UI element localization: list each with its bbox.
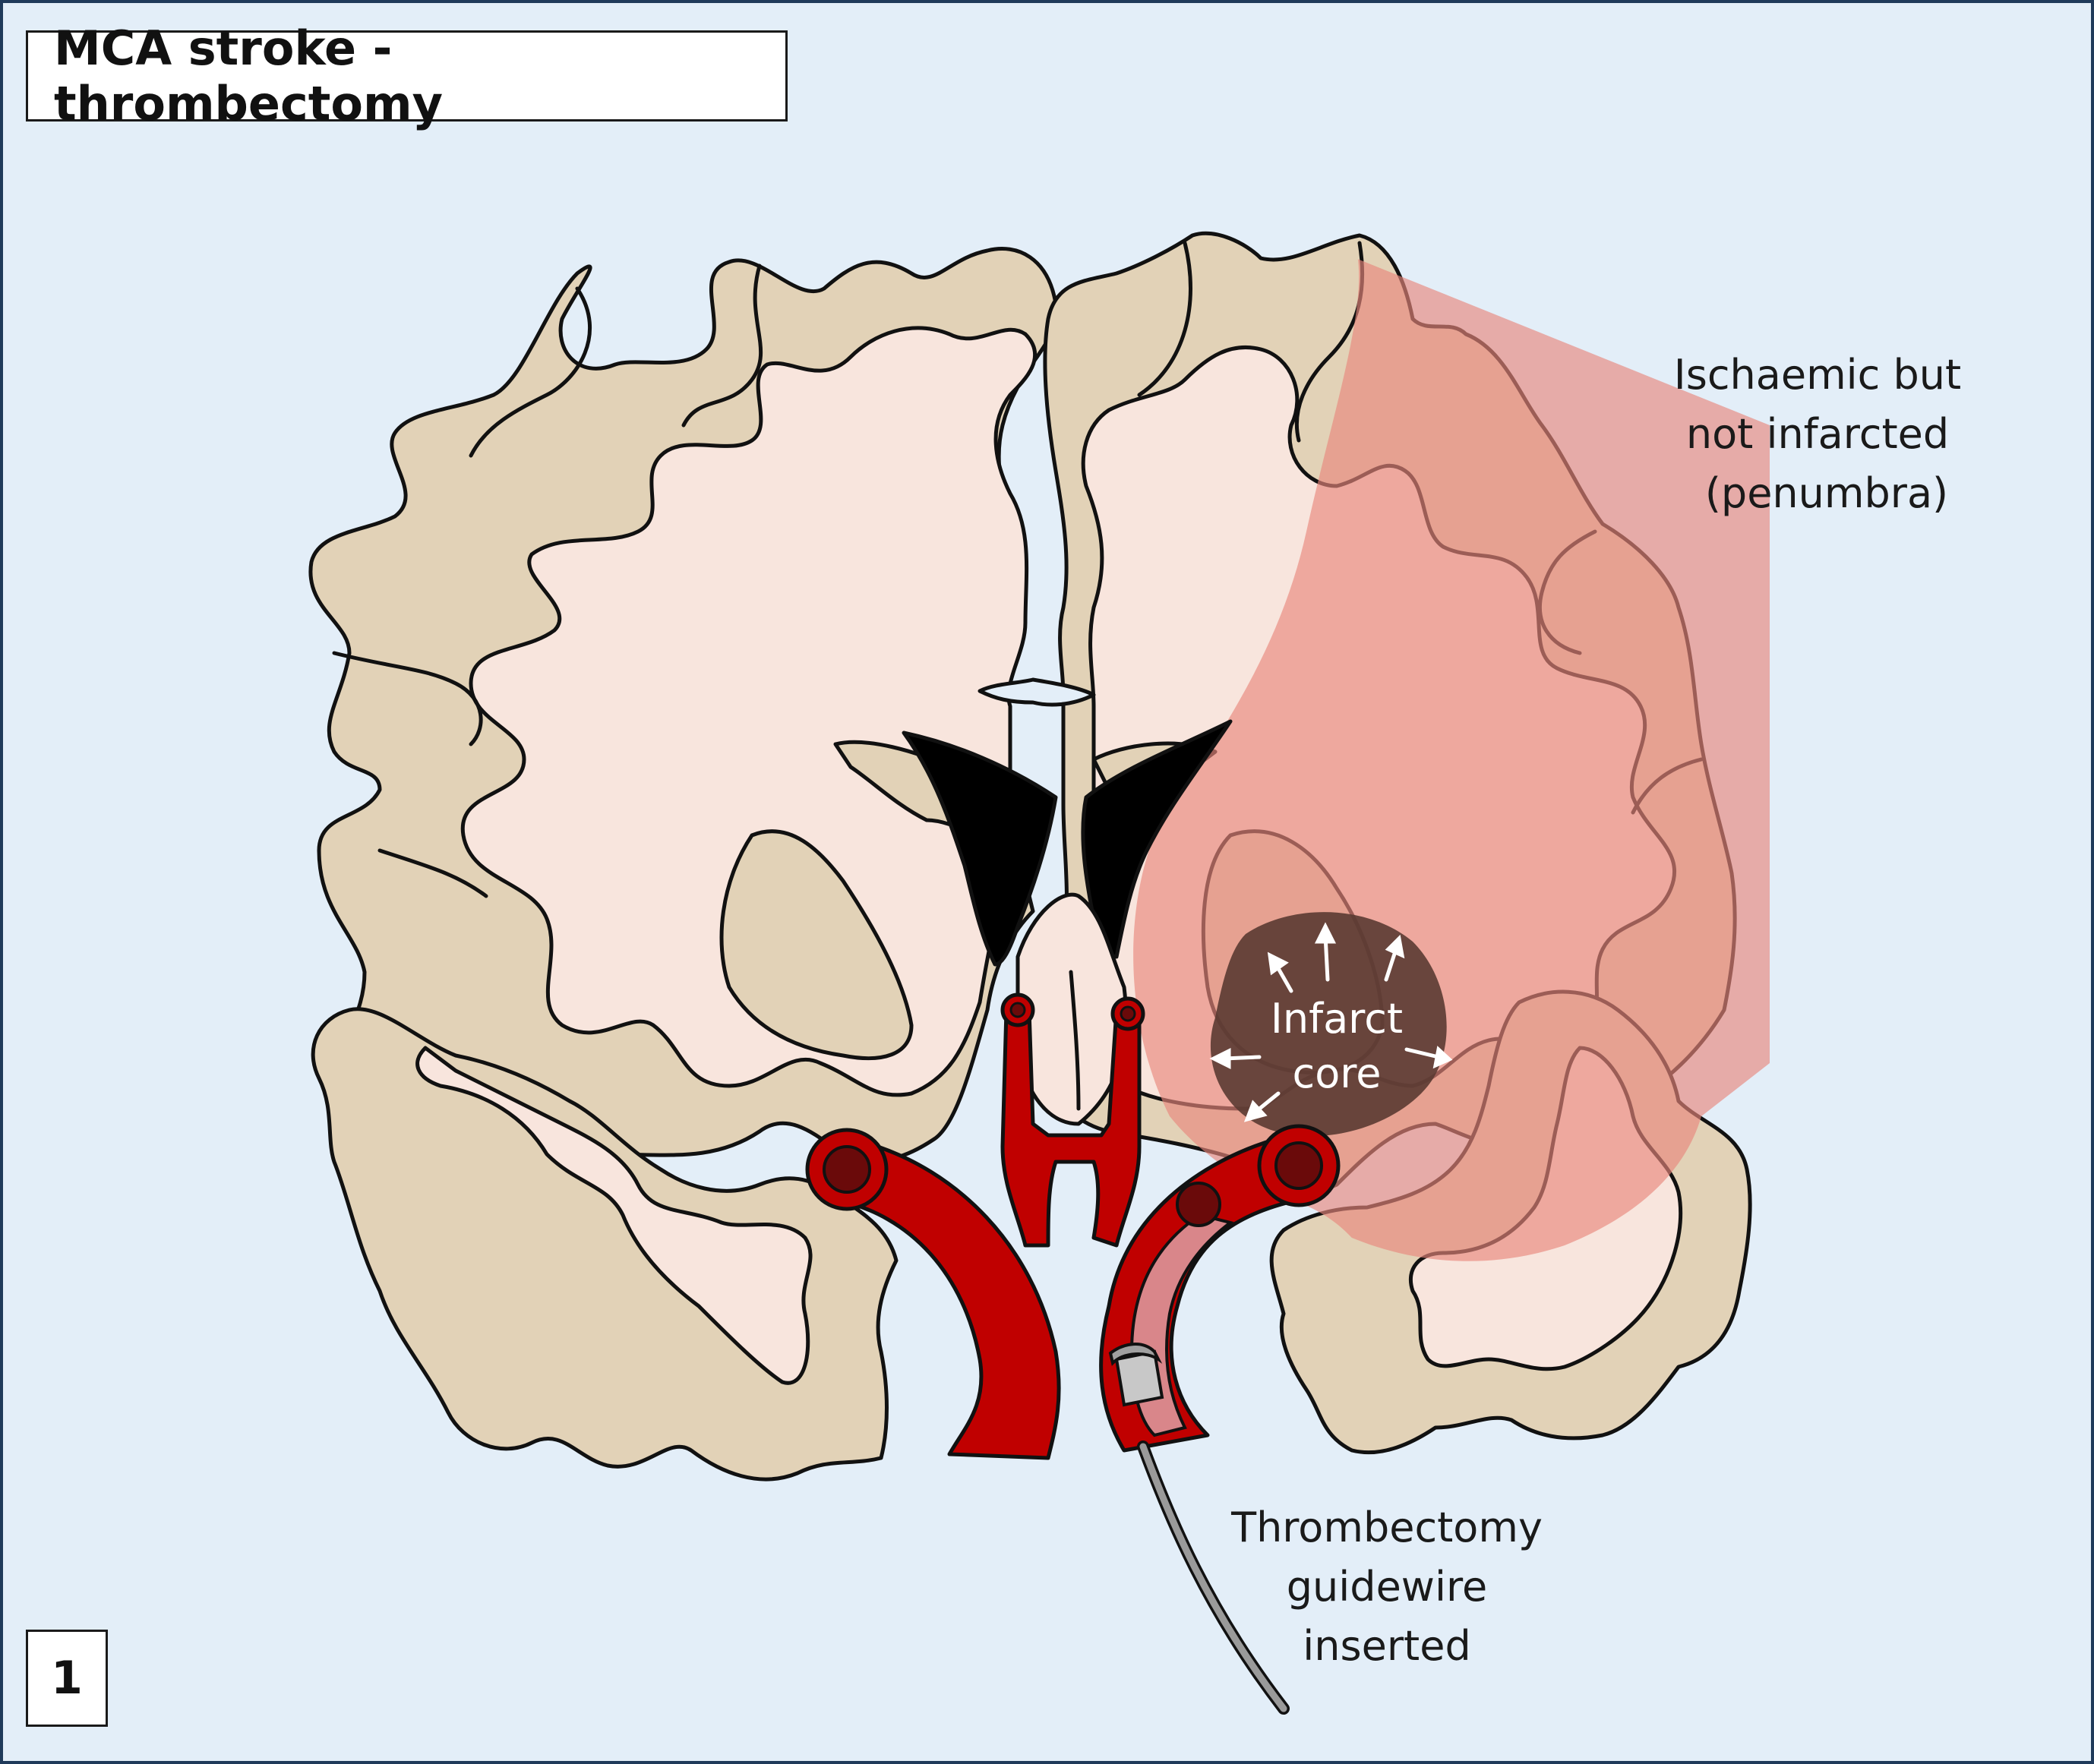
left-white-matter [460, 326, 1038, 1097]
guidewire-inner [1139, 1443, 1287, 1712]
guidewire-label-line2: guidewire [1287, 1563, 1487, 1611]
left-lateral-ventricle [902, 731, 1058, 967]
left-sulcus-4 [377, 848, 488, 898]
panel-number: 1 [51, 1652, 83, 1705]
guidewire [1137, 1441, 1290, 1715]
penumbra-label-line3: (penumbra) [1705, 469, 1948, 517]
infarct-core [1210, 912, 1447, 1137]
panel-number-box: 1 [26, 1630, 108, 1727]
left-sulcus-1 [681, 263, 763, 428]
infarct-label-line2: core [1293, 1049, 1382, 1097]
diagram-title: MCA stroke - thrombectomy [54, 21, 443, 131]
penumbra-label-line1: Ischaemic but [1674, 351, 1961, 399]
left-temporal-white [415, 1046, 813, 1385]
penumbra-label-line2: not infarcted [1686, 410, 1949, 458]
left-aca-lumen [1009, 1002, 1026, 1018]
right-mca-lumen [1274, 1141, 1323, 1190]
clot-icon [1176, 1182, 1221, 1227]
left-sulcus-3 [332, 651, 483, 746]
left-temporal-cortex [311, 1007, 899, 1482]
infarct-label-line1: Infarct [1271, 995, 1403, 1043]
arrow-outward-icon [1209, 922, 1453, 1122]
third-ventricle-line [1069, 970, 1081, 1111]
left-sulcus-2 [469, 286, 592, 458]
guidewire-label-line1: Thrombectomy [1230, 1504, 1543, 1551]
catheter-tip [1114, 1349, 1164, 1407]
left-mca-lumen [823, 1145, 871, 1194]
guidewire-label-line3: inserted [1303, 1622, 1470, 1670]
title-box: MCA stroke - thrombectomy [26, 21, 788, 131]
left-anterior-cerebral-artery [1000, 1008, 1142, 1248]
longitudinal-fissure [978, 677, 1096, 707]
left-internal-carotid [833, 1141, 1061, 1460]
left-lentiform [719, 829, 914, 1061]
right-aca-lumen [1120, 1005, 1136, 1022]
right-sulcus-1 [1137, 241, 1192, 397]
catheter-cap [1108, 1343, 1163, 1366]
